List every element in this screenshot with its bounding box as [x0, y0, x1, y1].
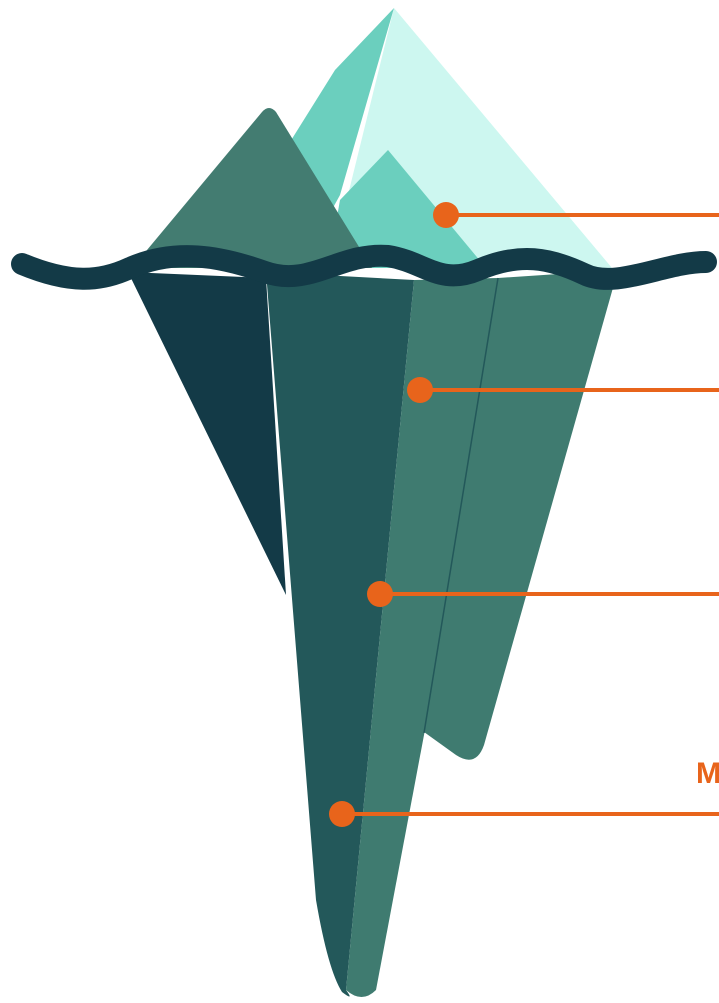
- iceberg-underwater: [128, 270, 618, 997]
- iceberg-tip: [132, 8, 612, 268]
- callout-3-marker: [367, 581, 393, 607]
- callout-4-label: M: [696, 757, 719, 790]
- callout-2-marker: [407, 377, 433, 403]
- callout-4-marker: [329, 801, 355, 827]
- underwater-left-face: [128, 272, 286, 595]
- callout-1-marker: [433, 202, 459, 228]
